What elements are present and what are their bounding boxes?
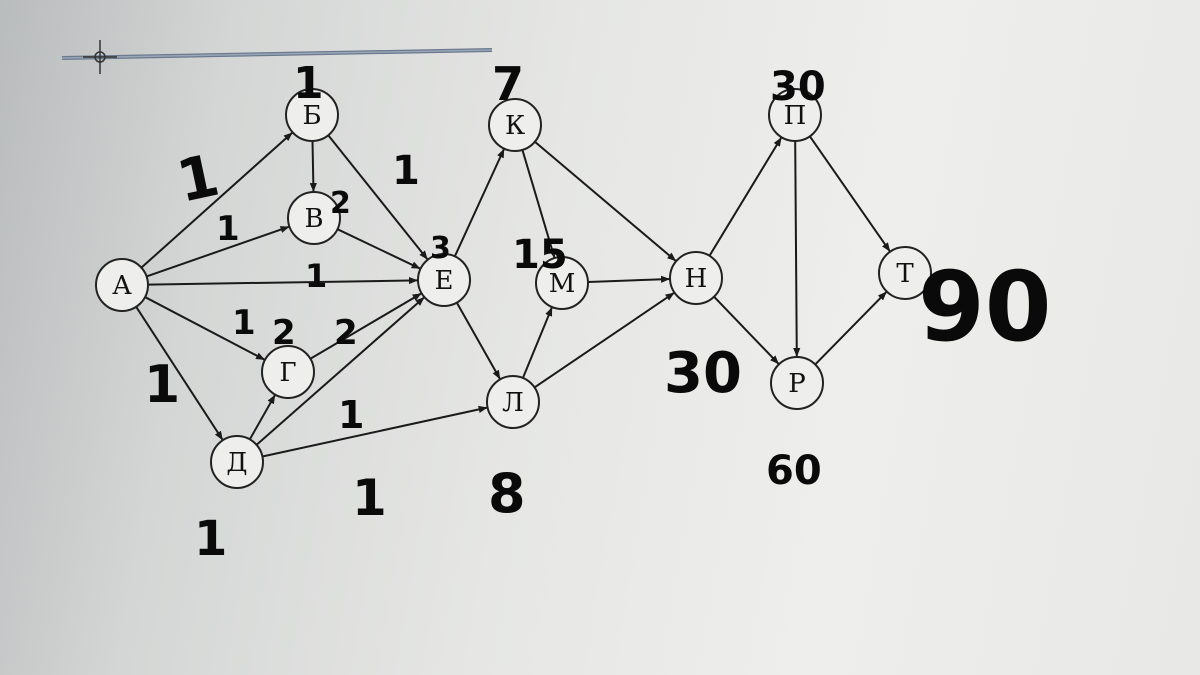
hw-p: 30 bbox=[770, 64, 826, 110]
hw-de: 1 bbox=[338, 393, 364, 437]
edge-G-E bbox=[309, 292, 423, 360]
edge-D-L bbox=[262, 405, 488, 458]
node-circle bbox=[535, 256, 589, 310]
edge-M-N bbox=[587, 275, 671, 284]
node-circle bbox=[261, 345, 315, 399]
handwritten-annotations: 1 7 30 1 1 2 1 3 15 1 1 2 2 30 1 1 1 8 1… bbox=[144, 57, 1052, 567]
node-L: Л bbox=[486, 375, 540, 429]
node-A: А bbox=[95, 258, 149, 312]
edge-A-V bbox=[146, 225, 290, 278]
node-V: В bbox=[287, 191, 341, 245]
edge-E-L bbox=[455, 302, 502, 380]
edge-K-N bbox=[534, 141, 677, 262]
edge-N-P bbox=[708, 136, 783, 257]
node-circle bbox=[770, 356, 824, 410]
node-label: Т bbox=[896, 259, 914, 289]
node-label: Р bbox=[788, 369, 806, 399]
node-R: Р bbox=[770, 356, 824, 410]
hw-ab: 1 bbox=[171, 141, 225, 216]
edge-B-V bbox=[309, 140, 317, 193]
node-D: Д bbox=[210, 435, 264, 489]
node-M: М bbox=[535, 256, 589, 310]
node-circle bbox=[669, 251, 723, 305]
node-P: П bbox=[768, 88, 822, 142]
node-label: Б bbox=[302, 101, 321, 131]
ruler-line bbox=[61, 48, 493, 60]
crosshair-cursor-icon bbox=[83, 40, 117, 74]
hw-k: 7 bbox=[492, 57, 524, 111]
node-N: Н bbox=[669, 251, 723, 305]
edge-A-E bbox=[147, 276, 419, 286]
edge-N-R bbox=[713, 296, 780, 365]
edge-A-D bbox=[135, 306, 224, 441]
hw-v: 2 bbox=[330, 186, 351, 221]
edge-D-G bbox=[248, 394, 277, 440]
node-B: Б bbox=[285, 88, 339, 142]
node-circle bbox=[878, 246, 932, 300]
hw-av: 1 bbox=[216, 209, 240, 249]
node-circle bbox=[417, 253, 471, 307]
hw-d: 1 bbox=[194, 511, 227, 567]
edge-L-N bbox=[533, 291, 676, 389]
edge-V-E bbox=[337, 228, 421, 270]
edge-D-E bbox=[255, 296, 426, 446]
node-label: П bbox=[784, 101, 807, 131]
edge-A-G bbox=[144, 296, 266, 361]
node-label: Н bbox=[685, 264, 708, 294]
hw-be: 1 bbox=[392, 148, 420, 194]
hw-ag: 1 bbox=[232, 303, 256, 343]
edge-E-K bbox=[453, 148, 506, 257]
node-label: Д bbox=[226, 448, 247, 478]
node-circle bbox=[768, 88, 822, 142]
node-label: В bbox=[304, 204, 323, 234]
hw-ad: 1 bbox=[144, 355, 180, 415]
node-circle bbox=[210, 435, 264, 489]
hw-t: 90 bbox=[918, 251, 1052, 363]
hw-r: 60 bbox=[766, 448, 822, 494]
edge-B-E bbox=[327, 134, 429, 261]
node-label: М bbox=[549, 269, 576, 299]
hw-ae: 1 bbox=[305, 257, 327, 295]
node-circle bbox=[285, 88, 339, 142]
node-label: Е bbox=[435, 266, 454, 296]
edge-P-R bbox=[793, 140, 801, 358]
node-label: К bbox=[505, 111, 525, 141]
node-T: Т bbox=[878, 246, 932, 300]
hw-b: 1 bbox=[293, 58, 324, 109]
hw-e: 3 bbox=[430, 231, 451, 266]
node-E: Е bbox=[417, 253, 471, 307]
node-circle bbox=[488, 98, 542, 152]
node-K: К bbox=[488, 98, 542, 152]
nodes-layer: А Б В Г Д Е К М Л Н П Р Т bbox=[95, 88, 932, 489]
edges-layer bbox=[135, 131, 891, 458]
node-circle bbox=[287, 191, 341, 245]
edge-K-M bbox=[521, 149, 556, 259]
node-G: Г bbox=[261, 345, 315, 399]
hw-ge: 2 bbox=[334, 313, 358, 353]
hw-m: 15 bbox=[512, 232, 568, 278]
node-circle bbox=[95, 258, 149, 312]
hw-g: 2 bbox=[272, 313, 296, 353]
hw-l: 8 bbox=[488, 462, 526, 525]
node-label: Л bbox=[502, 388, 524, 418]
node-circle bbox=[486, 375, 540, 429]
edge-R-T bbox=[814, 290, 888, 366]
edge-A-B bbox=[140, 131, 294, 269]
edge-P-T bbox=[809, 135, 891, 253]
hw-n: 30 bbox=[664, 341, 742, 406]
node-label: Г bbox=[279, 358, 296, 388]
node-label: А bbox=[112, 271, 132, 301]
edge-L-M bbox=[521, 306, 554, 379]
hw-dl: 1 bbox=[352, 469, 387, 527]
